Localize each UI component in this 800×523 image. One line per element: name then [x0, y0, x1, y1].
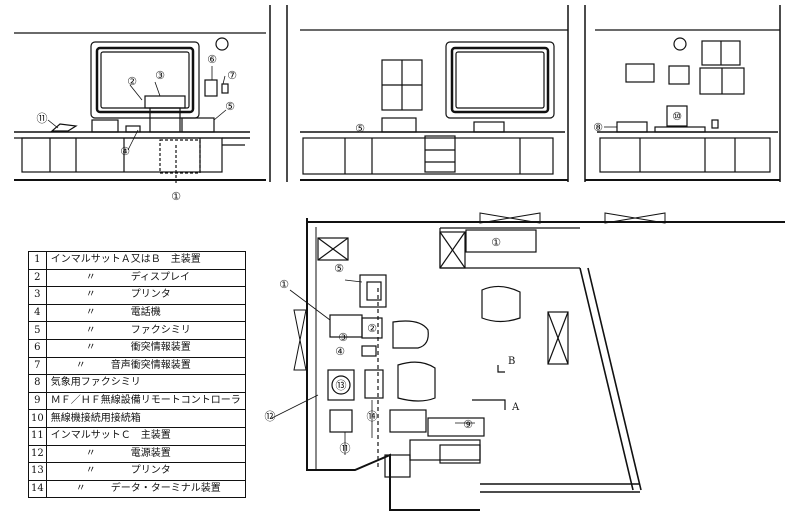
legend-label-cell: 気象用ファクシミリ: [45, 374, 246, 393]
legend-label: ファクシミリ: [130, 324, 191, 336]
view-direction-labels: B A: [508, 356, 520, 413]
legend-ditto-mark: 〃: [85, 289, 96, 301]
legend-number: 8: [28, 374, 47, 393]
callout-5-plan: ⑤: [334, 262, 344, 275]
legend-ditto-mark: 〃: [85, 307, 96, 319]
callout-11: ⑪: [37, 112, 48, 125]
callout-10: ⑩: [672, 110, 682, 123]
legend-ditto-mark: 〃: [85, 342, 96, 354]
view-label-b: B: [508, 356, 515, 367]
callout-2-plan: ②: [367, 322, 377, 335]
legend-label: 電源装置: [130, 447, 171, 459]
callout-1: ①: [171, 190, 181, 203]
elevation-view-2: [286, 5, 569, 182]
callout-5-b: ⑤: [355, 122, 365, 135]
callout-13-plan: ⑬: [336, 379, 347, 392]
callout-11-plan: ⑪: [340, 442, 351, 455]
legend-label-cell: 〃 ディスプレイ: [45, 268, 246, 288]
legend-number: 11: [28, 426, 47, 446]
view-label-a: A: [511, 402, 520, 413]
callout-14-plan: ⑭: [367, 410, 378, 423]
legend-number: 12: [28, 444, 47, 464]
legend-number: 14: [28, 479, 47, 499]
legend-number: 6: [28, 338, 47, 358]
legend-number: 1: [28, 251, 47, 270]
legend-number: 4: [28, 303, 47, 323]
legend-label: 無線機接続用接続箱: [50, 412, 141, 424]
callout-12-plan: ⑫: [265, 410, 276, 423]
callout-1-plan: ①: [279, 278, 289, 291]
callout-8: ⑧: [593, 121, 603, 134]
elevation-view-3: [584, 5, 781, 182]
legend-label: ディスプレイ: [130, 271, 191, 283]
legend-number: 7: [28, 356, 47, 376]
callout-7: ⑦: [227, 69, 237, 82]
callout-6: ⑥: [207, 53, 217, 66]
elevation-view-1: [14, 5, 271, 185]
legend-label: インマルサットＡ又はＢ 主装置: [50, 254, 201, 266]
legend-label: データ・ターミナル装置: [110, 483, 221, 495]
legend-label: プリンタ: [130, 465, 171, 477]
legend-number: 13: [28, 462, 47, 481]
legend-number: 2: [28, 268, 47, 288]
legend-ditto-mark: 〃: [85, 324, 96, 336]
legend-label: プリンタ: [130, 289, 171, 301]
legend-ditto-mark: 〃: [75, 359, 86, 371]
callout-5: ⑤: [225, 100, 235, 113]
legend-label-cell: 〃 電源装置: [45, 444, 246, 464]
legend-row: 3 〃 プリンタ: [28, 286, 246, 305]
legend-ditto-mark: 〃: [85, 465, 96, 477]
ventilator-symbols: [293, 212, 666, 371]
legend-label-cell: ＭＦ／ＨＦ無線設備リモートコントローラ: [45, 391, 246, 411]
legend-label: ＭＦ／ＨＦ無線設備リモートコントローラ: [50, 395, 241, 407]
legend-row: 12 〃 電源装置: [28, 444, 246, 464]
legend-ditto-mark: 〃: [85, 271, 96, 283]
legend-row: 5 〃 ファクシミリ: [28, 321, 246, 340]
legend-label: 電話機: [130, 307, 161, 319]
callout-9-plan: ⑨: [463, 418, 473, 431]
legend-label-cell: 〃 ファクシミリ: [45, 321, 246, 340]
legend-row: 14 〃 データ・ターミナル装置: [28, 479, 246, 499]
legend-label: 衝突情報装置: [130, 342, 191, 354]
legend-label-cell: インマルサットＣ 主装置: [45, 426, 246, 446]
legend-row: 7 〃 音声衝突情報装置: [28, 356, 246, 376]
legend-number: 9: [28, 391, 47, 411]
callout-4: ④: [120, 145, 130, 158]
legend-row: 13 〃 プリンタ: [28, 462, 246, 481]
leader-lines: [47, 66, 617, 455]
legend-label: 気象用ファクシミリ: [50, 377, 141, 389]
legend-row: 6 〃 衝突情報装置: [28, 338, 246, 358]
legend-label-cell: 〃 衝突情報装置: [45, 338, 246, 358]
legend-row: 2 〃 ディスプレイ: [28, 268, 246, 288]
legend-label: 音声衝突情報装置: [110, 359, 191, 371]
callout-4-plan: ④: [335, 345, 345, 358]
legend-label: インマルサットＣ 主装置: [50, 430, 171, 442]
callout-numbers: ⑪ ② ③ ⑥ ⑦ ⑤ ④ ① ⑤ ⑧ ⑩ ① ⑤ ② ③ ④ ⑬ ⑫ ⑭ ⑨ …: [37, 53, 683, 455]
legend-ditto-mark: 〃: [85, 447, 96, 459]
legend-number: 3: [28, 286, 47, 305]
legend-label-cell: 無線機接続用接続箱: [45, 409, 246, 428]
callout-1-plan-b: ①: [491, 236, 501, 249]
legend-label-cell: 〃 データ・ターミナル装置: [45, 479, 246, 499]
legend-label-cell: 〃 プリンタ: [45, 462, 246, 481]
legend-number: 10: [28, 409, 47, 428]
legend-row: 4 〃 電話機: [28, 303, 246, 323]
callout-2: ②: [127, 75, 137, 88]
legend-label-cell: 〃 電話機: [45, 303, 246, 323]
callout-3: ③: [155, 69, 165, 82]
legend-number: 5: [28, 321, 47, 340]
floor-plan: [306, 218, 785, 511]
legend-label-cell: 〃 プリンタ: [45, 286, 246, 305]
legend-ditto-mark: 〃: [75, 483, 86, 495]
legend-label-cell: 〃 音声衝突情報装置: [45, 356, 246, 376]
legend-label-cell: インマルサットＡ又はＢ 主装置: [45, 251, 246, 270]
callout-3-plan: ③: [338, 331, 348, 344]
